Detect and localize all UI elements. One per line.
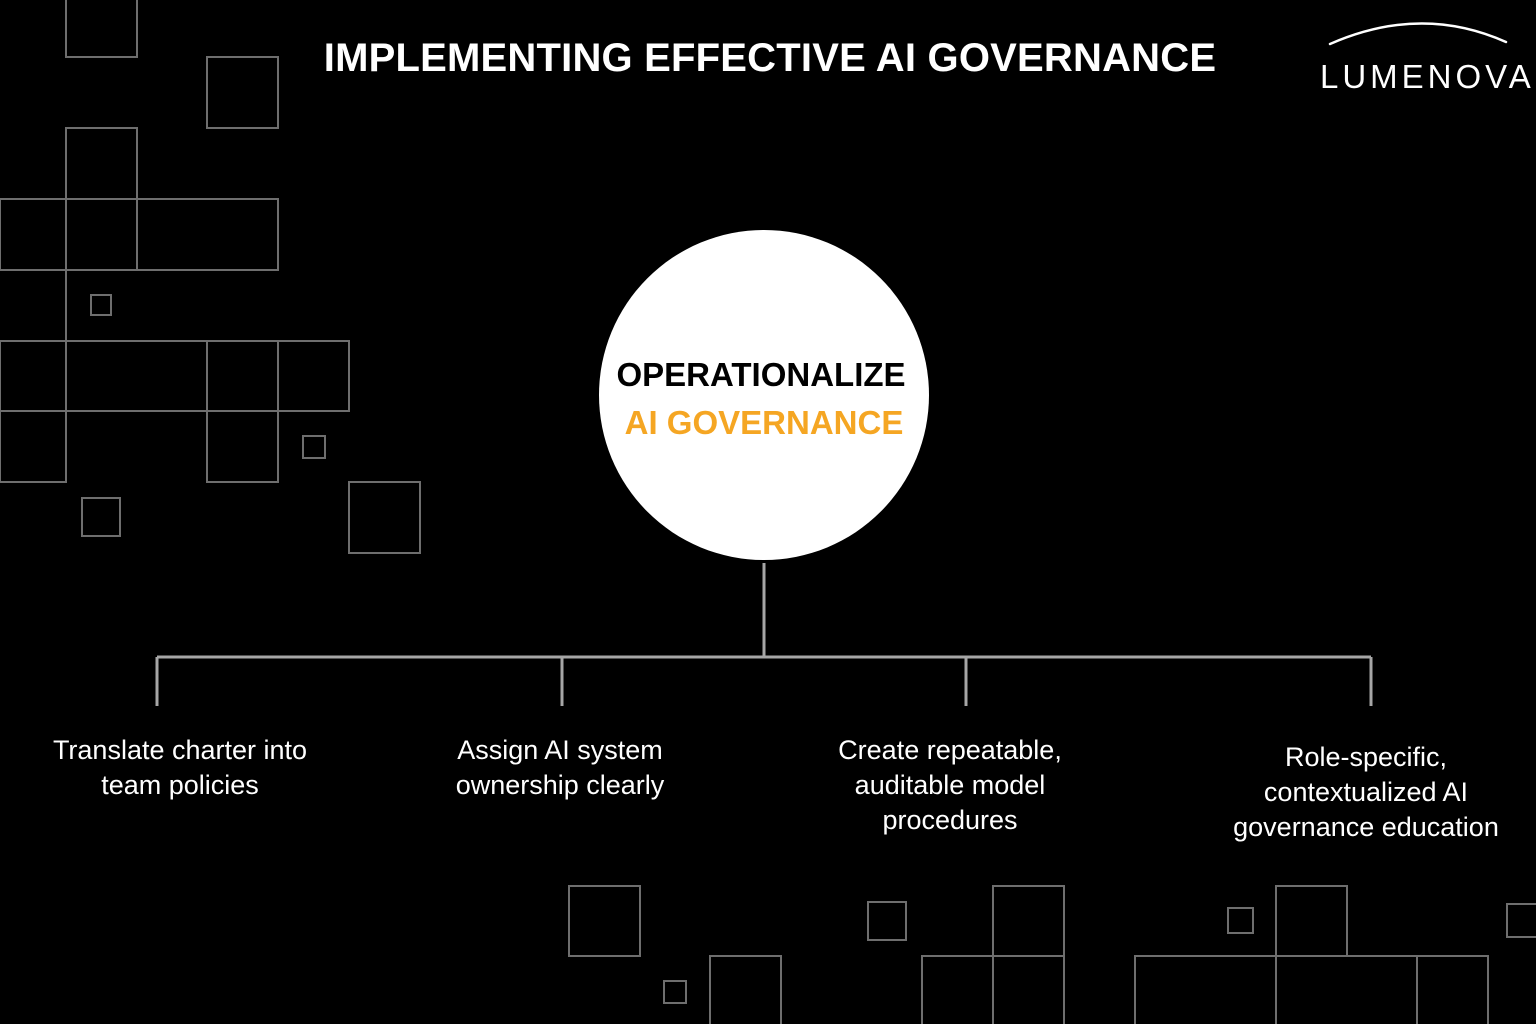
decor-square <box>1227 907 1254 934</box>
decor-square <box>568 885 641 957</box>
decor-square <box>867 901 907 941</box>
branch-label-procedures: Create repeatable, auditable model proce… <box>838 735 1062 835</box>
decor-square <box>992 955 1065 1024</box>
decor-square <box>1416 955 1489 1024</box>
center-node-subtitle: AI GOVERNANCE <box>624 404 904 441</box>
logo-text: LUMENOVA <box>1320 58 1535 95</box>
brand-logo: LUMENOVA <box>1316 12 1535 95</box>
decor-square <box>0 410 67 483</box>
center-node <box>599 230 929 560</box>
decor-square <box>663 980 687 1004</box>
decor-square <box>302 435 326 459</box>
decor-square <box>206 56 279 129</box>
branch-label-ownership: Assign AI system ownership clearly <box>455 735 665 800</box>
decor-square <box>709 955 782 1024</box>
decor-square <box>81 497 121 537</box>
decor-square <box>206 410 279 483</box>
decor-square <box>136 198 279 271</box>
branch-label-policies: Translate charter into team policies <box>52 735 308 800</box>
decor-square <box>348 481 421 554</box>
decor-square <box>65 0 138 58</box>
decor-square <box>1506 903 1536 938</box>
page-title: IMPLEMENTING EFFECTIVE AI GOVERNANCE <box>323 36 1217 80</box>
decor-square <box>90 294 112 316</box>
branch-label-education: Role-specific, contextualized AI governa… <box>1233 742 1499 842</box>
decor-square <box>277 340 350 412</box>
logo-arc-icon <box>1328 22 1508 46</box>
center-node-title: OPERATIONALIZE <box>616 356 906 393</box>
